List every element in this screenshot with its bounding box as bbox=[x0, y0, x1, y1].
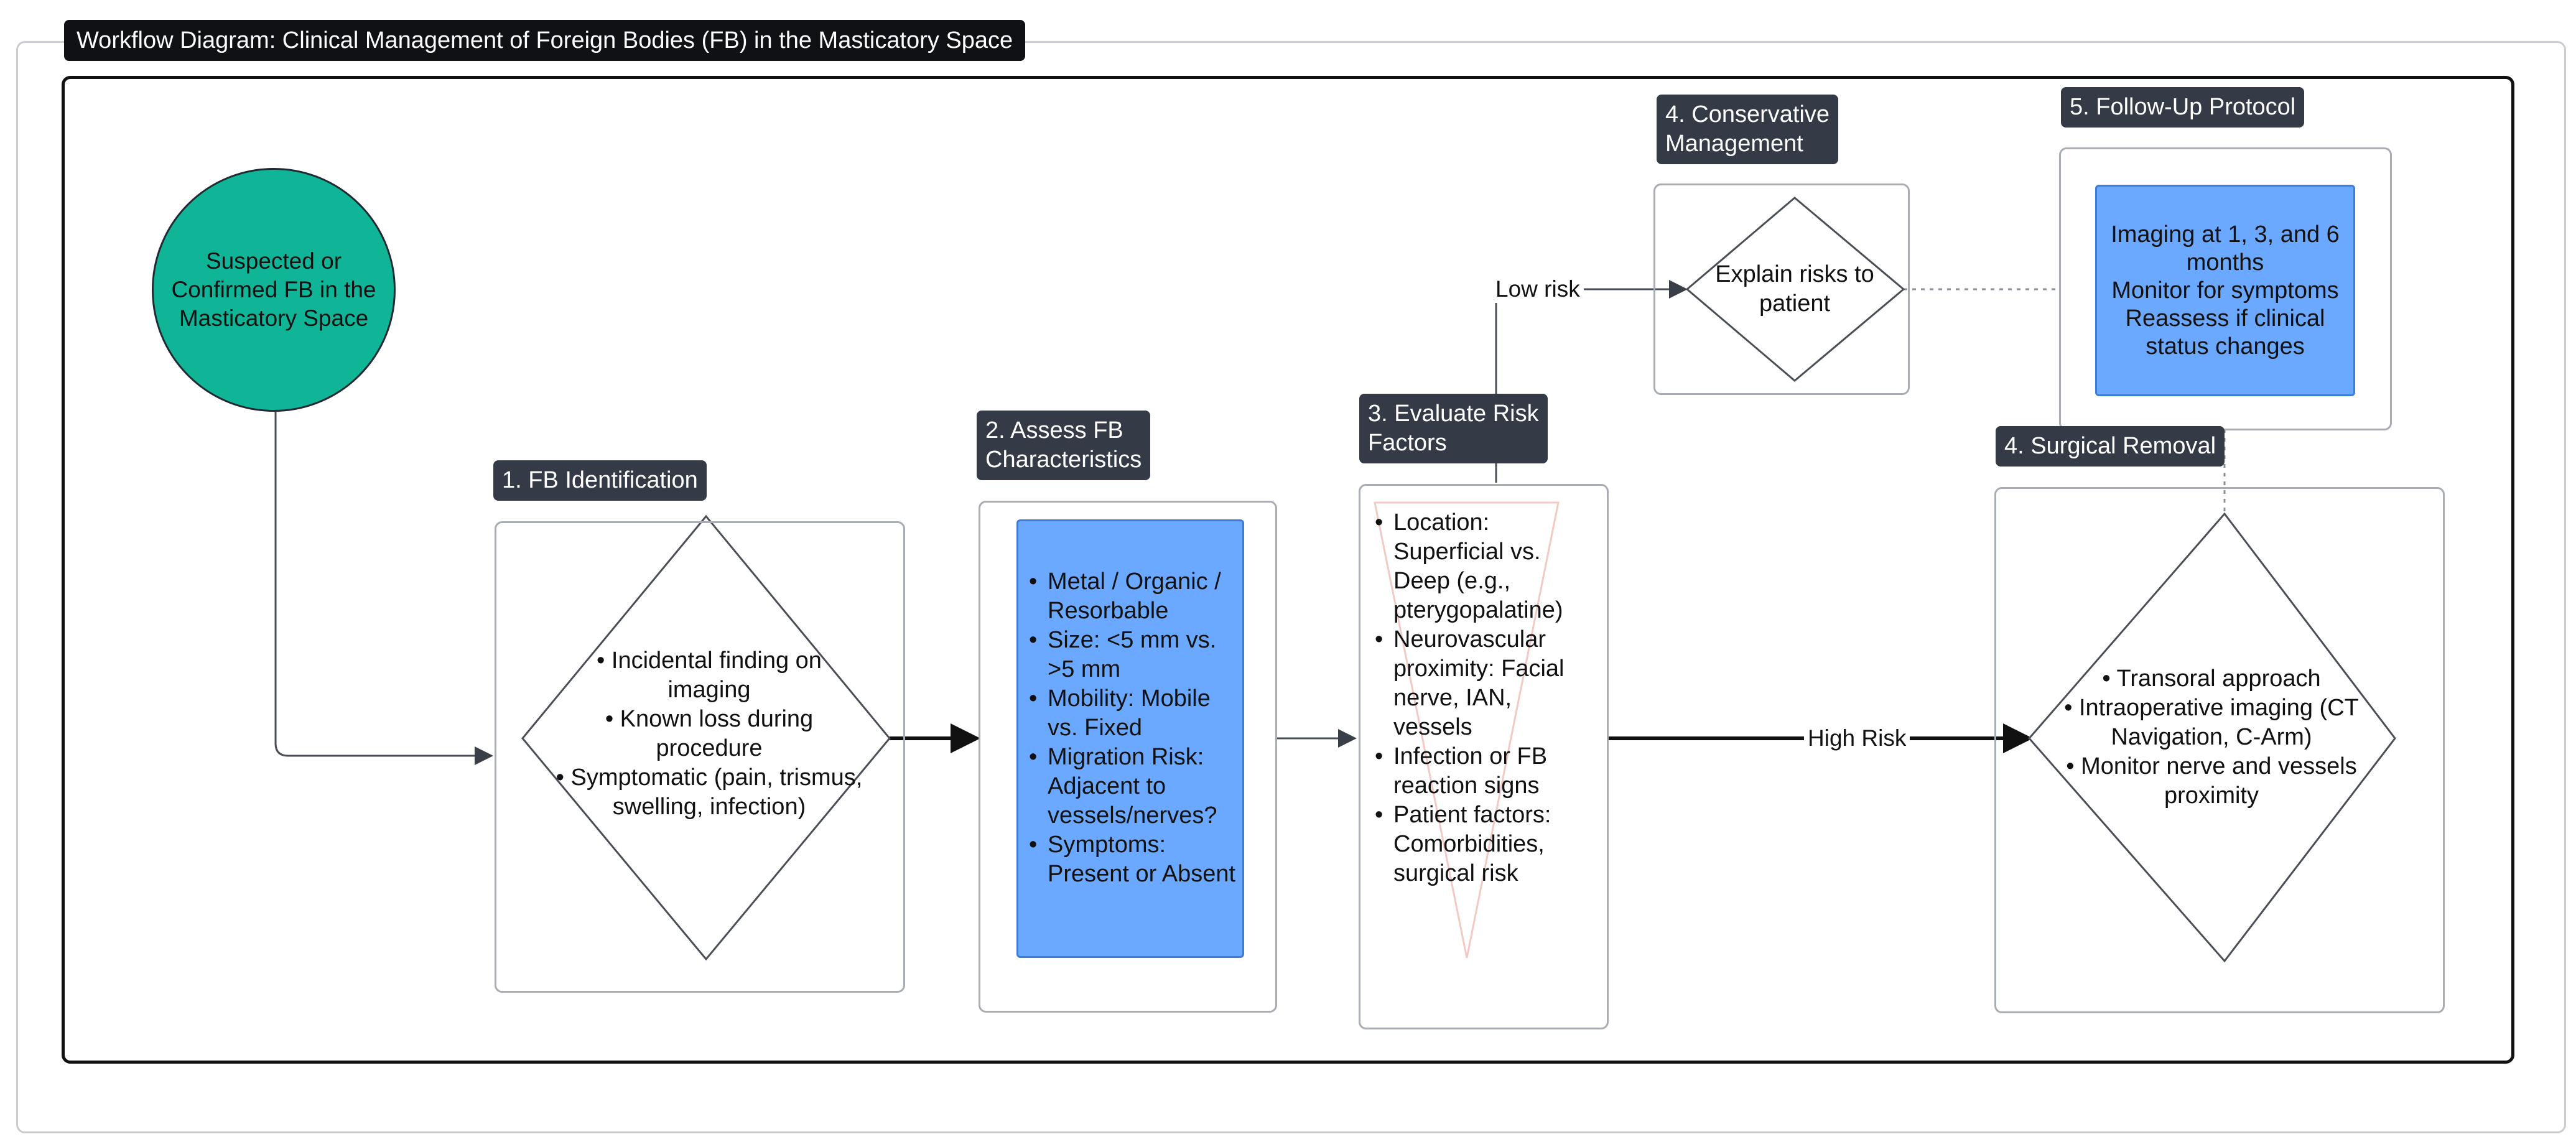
risk-item: Infection or FB reaction signs bbox=[1372, 742, 1578, 801]
assess-item: Symptoms: Present or Absent bbox=[1026, 830, 1241, 889]
panel-surgical-removal bbox=[1994, 487, 2445, 1013]
label-low-risk: Low risk bbox=[1492, 276, 1584, 303]
tag-conservative-management: 4. Conservative Management bbox=[1657, 95, 1839, 164]
diamond-identification bbox=[521, 514, 891, 961]
outer-frame bbox=[16, 41, 2566, 1133]
tag-fb-identification: 1. FB Identification bbox=[493, 460, 707, 501]
risk-item: Location: Superficial vs. Deep (e.g., pt… bbox=[1372, 508, 1578, 625]
tag-surgical-removal: 4. Surgical Removal bbox=[1996, 426, 2225, 467]
edge-start-to-identification bbox=[274, 412, 493, 765]
assess-item: Mobility: Mobile vs. Fixed bbox=[1026, 684, 1241, 743]
conservative-text: Explain risks to patient bbox=[1715, 261, 1874, 317]
tag-evaluate-risk: 3. Evaluate Risk Factors bbox=[1359, 394, 1548, 463]
risk-item: Patient factors: Comorbidities, surgical… bbox=[1372, 801, 1578, 888]
panel-fb-identification bbox=[495, 521, 905, 993]
diamond-conservative bbox=[1685, 197, 1905, 382]
diamond-surgical bbox=[2028, 512, 2396, 963]
assess-item: Metal / Organic / Resorbable bbox=[1026, 567, 1241, 626]
diagram-canvas bbox=[62, 76, 2514, 1064]
panel-evaluate-risk bbox=[1359, 484, 1609, 1029]
assess-list: Metal / Organic / Resorbable Size: <5 mm… bbox=[1026, 567, 1241, 889]
tag-assess-characteristics: 2. Assess FB Characteristics bbox=[977, 411, 1151, 480]
assess-item: Size: <5 mm vs. >5 mm bbox=[1026, 626, 1241, 684]
follow-up-box[interactable]: Imaging at 1, 3, and 6 months Monitor fo… bbox=[2095, 185, 2355, 396]
risk-item: Neurovascular proximity: Facial nerve, I… bbox=[1372, 625, 1578, 742]
panel-conservative bbox=[1653, 183, 1910, 395]
label-high-risk: High Risk bbox=[1804, 725, 1910, 752]
assess-item: Migration Risk: Adjacent to vessels/nerv… bbox=[1026, 743, 1241, 830]
risk-list: Location: Superficial vs. Deep (e.g., pt… bbox=[1372, 508, 1578, 888]
start-node[interactable]: Suspected or Confirmed FB in the Mastica… bbox=[152, 168, 396, 412]
diagram-title: Workflow Diagram: Clinical Management of… bbox=[64, 20, 1026, 61]
tag-follow-up: 5. Follow-Up Protocol bbox=[2061, 87, 2305, 128]
identification-text: • Incidental finding on imaging • Known … bbox=[556, 648, 863, 820]
surgical-text: • Transoral approach • Intraoperative im… bbox=[2064, 665, 2359, 809]
